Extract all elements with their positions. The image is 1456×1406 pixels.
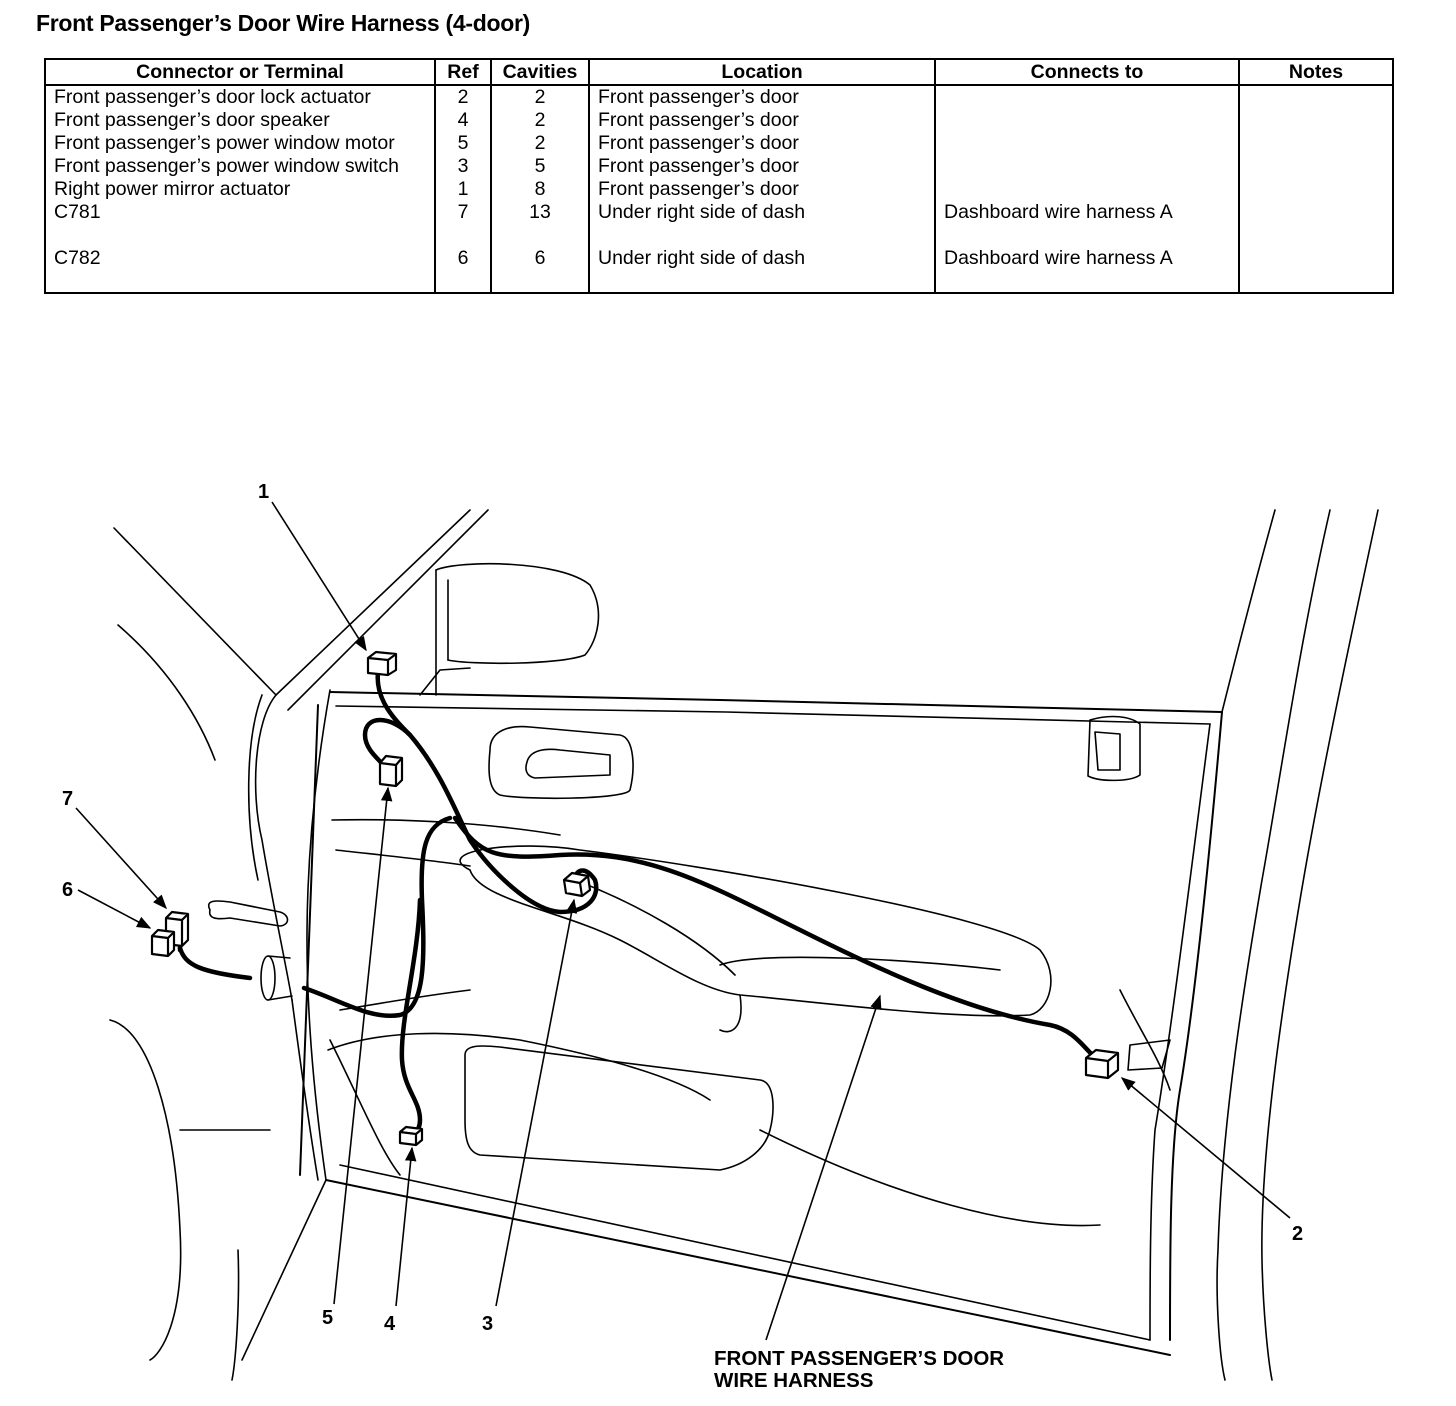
- connector-5-window-motor: [378, 754, 404, 788]
- cell-cavities: 2: [490, 132, 589, 155]
- leader-2: [1120, 1077, 1291, 1219]
- callout-numbers: 1 2 3 4 5 6 7: [62, 481, 1303, 1335]
- cell-connector: C782: [54, 247, 101, 269]
- leader-7: [75, 807, 167, 910]
- cell-cavities: 8: [490, 178, 589, 201]
- cell-location: Under right side of dash: [588, 201, 935, 247]
- leader-4: [395, 1146, 417, 1307]
- col-notes: Notes: [1238, 59, 1393, 86]
- leader-5: [333, 786, 393, 1305]
- table-row: Front passenger’s power window motor 5 2…: [45, 132, 1393, 155]
- leader-6: [77, 889, 152, 929]
- cell-connector: Right power mirror actuator: [54, 178, 291, 200]
- cell-notes: [1238, 132, 1393, 155]
- callout-1: 1: [258, 481, 269, 503]
- harness-label: FRONT PASSENGER’S DOOR WIRE HARNESS: [714, 1348, 1004, 1392]
- door-outline: [109, 509, 1379, 1381]
- table-row: Right power mirror actuator 1 8 Front pa…: [45, 178, 1393, 201]
- cell-connects-to: [934, 155, 1239, 178]
- cell-connector: Front passenger’s power window motor: [54, 132, 395, 154]
- page-title: Front Passenger’s Door Wire Harness (4-d…: [36, 10, 530, 36]
- callout-3: 3: [482, 1313, 493, 1335]
- col-location: Location: [588, 59, 935, 86]
- table-row: C781 7 13 Under right side of dash Dashb…: [45, 201, 1393, 247]
- cell-ref: 3: [434, 155, 491, 178]
- cell-notes: [1238, 109, 1393, 132]
- cell-cavities: 5: [490, 155, 589, 178]
- cell-location: Front passenger’s door: [588, 155, 935, 178]
- leader-lines: [75, 501, 1291, 1341]
- connector-6-c782: [150, 928, 176, 958]
- cell-ref: 2: [434, 85, 491, 109]
- table-row: C782 6 6 Under right side of dash Dashbo…: [45, 247, 1393, 293]
- cell-location: Under right side of dash: [588, 247, 935, 293]
- callout-7: 7: [62, 788, 73, 810]
- cell-location: Front passenger’s door: [588, 132, 935, 155]
- cell-location: Front passenger’s door: [588, 85, 935, 109]
- cell-connector: Front passenger’s door lock actuator: [54, 86, 371, 108]
- cell-connector: Front passenger’s power window switch: [54, 155, 400, 177]
- connector-4-speaker: [398, 1125, 424, 1147]
- cell-connects-to: [934, 109, 1239, 132]
- cell-notes: [1238, 155, 1393, 178]
- leader-harness: [765, 994, 882, 1341]
- leader-3: [495, 898, 578, 1307]
- cell-connects-to: [934, 132, 1239, 155]
- cell-connects-to: [934, 85, 1239, 109]
- cell-cavities: 2: [490, 85, 589, 109]
- cell-notes: [1238, 178, 1393, 201]
- table-row: Front passenger’s power window switch 3 …: [45, 155, 1393, 178]
- cell-notes: [1238, 85, 1393, 109]
- col-cavities: Cavities: [490, 59, 589, 86]
- cell-connector: Front passenger’s door speaker: [54, 109, 330, 131]
- connector-2-lock-actuator: [1084, 1048, 1120, 1080]
- harness-label-line1: FRONT PASSENGER’S DOOR: [714, 1347, 1005, 1370]
- table-row: Front passenger’s door lock actuator 2 2…: [45, 85, 1393, 109]
- connector-1-mirror: [366, 650, 398, 677]
- col-connects-to: Connects to: [934, 59, 1239, 86]
- cell-ref: 4: [434, 109, 491, 132]
- harness-label-line2: WIRE HARNESS: [714, 1369, 874, 1392]
- cell-cavities: 13: [490, 201, 589, 247]
- callout-4: 4: [384, 1313, 396, 1335]
- cell-ref: 5: [434, 132, 491, 155]
- connector-table: Connector or Terminal Ref Cavities Locat…: [44, 58, 1394, 294]
- cell-cavities: 6: [490, 247, 589, 293]
- cell-connector: C781: [54, 201, 101, 223]
- cell-connects-to: Dashboard wire harness A: [934, 247, 1239, 293]
- cell-connects-to: Dashboard wire harness A: [934, 201, 1239, 247]
- table-row: Front passenger’s door speaker 4 2 Front…: [45, 109, 1393, 132]
- cell-notes: [1238, 247, 1393, 293]
- cell-ref: 7: [434, 201, 491, 247]
- col-connector: Connector or Terminal: [45, 59, 435, 86]
- cell-cavities: 2: [490, 109, 589, 132]
- connector-3-window-switch: [562, 871, 592, 898]
- callout-6: 6: [62, 879, 73, 901]
- callout-2: 2: [1292, 1223, 1303, 1245]
- col-ref: Ref: [434, 59, 491, 86]
- cell-location: Front passenger’s door: [588, 178, 935, 201]
- cell-ref: 1: [434, 178, 491, 201]
- cell-ref: 6: [434, 247, 491, 293]
- cell-connects-to: [934, 178, 1239, 201]
- cell-notes: [1238, 201, 1393, 247]
- table-header-row: Connector or Terminal Ref Cavities Locat…: [45, 59, 1393, 86]
- cell-location: Front passenger’s door: [588, 109, 935, 132]
- callout-5: 5: [322, 1307, 333, 1329]
- leader-1: [271, 501, 367, 652]
- connectors: [150, 650, 1120, 1147]
